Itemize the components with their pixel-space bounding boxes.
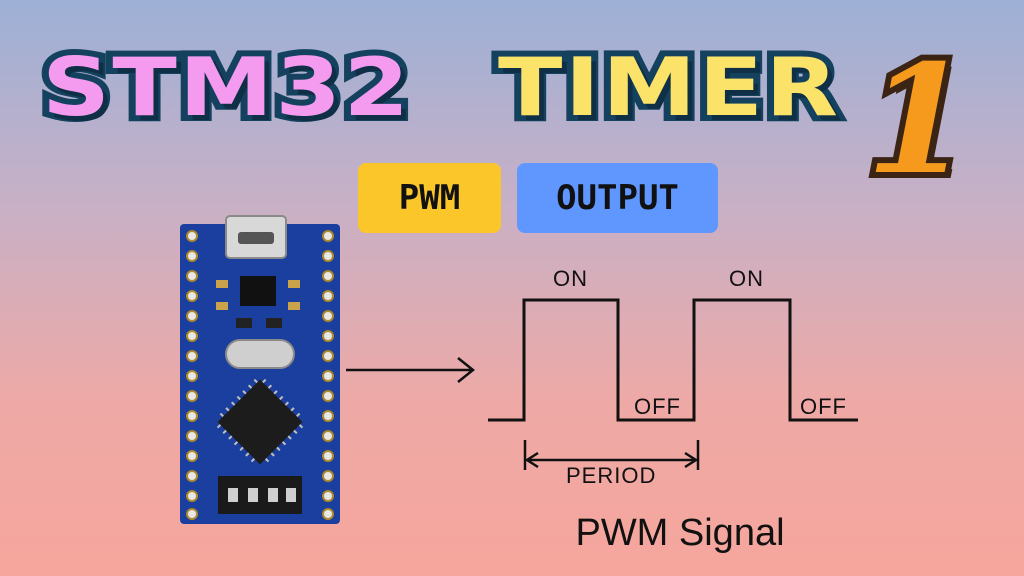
usb-port: [238, 232, 274, 244]
voltage-regulator: [240, 276, 276, 306]
title-word-timer: TIMER: [491, 41, 845, 134]
output-badge: OUTPUT: [517, 163, 718, 233]
on-label-1: ON: [553, 266, 588, 291]
crystal-oscillator: [225, 339, 295, 369]
period-label: PERIOD: [566, 463, 657, 488]
pwm-badge: PWM: [358, 163, 501, 233]
pwm-badge-label: PWM: [398, 178, 461, 218]
pwm-signal-caption: PWM Signal: [575, 512, 785, 554]
right-pin-header: [322, 230, 334, 520]
pwm-wave-line: [488, 298, 858, 422]
on-label-2: ON: [729, 266, 764, 291]
episode-number: 1: [860, 32, 976, 208]
left-pin-header: [186, 230, 198, 520]
off-label-1: OFF: [634, 394, 681, 419]
right-arrow-icon: [346, 357, 476, 383]
title-word-stm32: STM32: [35, 41, 416, 134]
off-label-2: OFF: [800, 394, 847, 419]
output-badge-label: OUTPUT: [556, 178, 679, 218]
mcu-chip: [216, 378, 304, 465]
period-arrow: [523, 440, 700, 470]
stm32-board-image: [180, 215, 340, 524]
pwm-waveform: [488, 298, 858, 470]
board-pcb: [180, 224, 340, 524]
